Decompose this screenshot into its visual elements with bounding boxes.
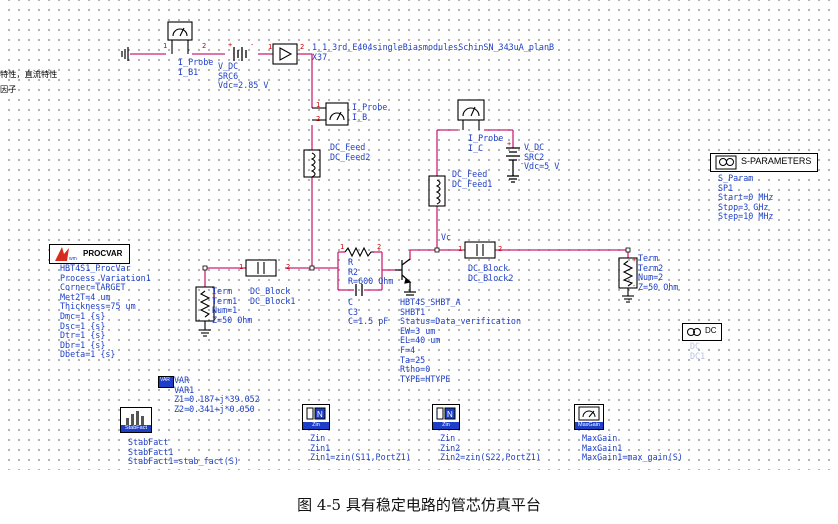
maxgain-icon-label: MaxGain [577,422,600,428]
pin-mark: - [632,282,637,290]
s-parameters-title: S-PARAMETERS [741,156,812,166]
dc-sim-icon [687,328,701,336]
pin-mark: 2 [286,263,291,271]
procvar-logo-icon: wm [55,247,77,262]
pin-mark: 1 [458,245,463,253]
zin2-icon-bar: Zin [433,422,459,429]
procvar-title: PROCVAR [83,249,123,258]
pin-mark: 2 [202,42,207,50]
pin-mark: + [632,256,637,264]
s-parameters-block[interactable]: S-PARAMETERS [710,153,818,172]
svg-text:N: N [447,410,453,419]
dc-sim-icon-label: DC [705,326,717,335]
pin-mark: 1 [340,243,345,251]
zin1-block[interactable]: N Zin [302,404,330,430]
vc-node-label: Vc [441,232,452,242]
pin-mark: 1 [316,101,321,109]
maxgain-meter-icon [578,406,600,421]
svg-text:wm: wm [69,256,77,262]
zin1-icon: N [306,407,326,420]
svg-text:N: N [317,410,323,419]
pin-mark: - [212,314,217,322]
stabfact-block[interactable]: StabFact [120,407,152,433]
maxgain-icon-bar: MaxGain [575,422,603,429]
stabfact-icon-label: StabFact [124,425,147,431]
figure-caption: 图 4-5 具有稳定电路的管芯仿真平台 [297,496,541,514]
s-param-sim-icon [715,155,737,170]
sidebar-fragment: 特性，直流特性 [0,69,58,79]
maxgain-block[interactable]: MaxGain [574,404,604,430]
stabfact-bars-icon [126,411,144,425]
pin-mark: 2 [300,43,305,51]
pin-mark: 2 [498,245,503,253]
pin-mark: + [507,140,512,148]
var-block-icon[interactable]: VAR [158,376,174,388]
zin1-icon-label: Zin [312,422,320,428]
var-icon-tag: VAR [160,377,170,383]
dc-sim-block[interactable]: DC [682,323,722,341]
pin-mark: 2 [316,115,321,123]
schematic-canvas[interactable]: 1 2 + - 1 2 1 2 + - 1 2 1 2 1 2 + - + - … [0,0,838,470]
pin-mark: - [250,41,255,49]
pin-mark: + [212,290,217,298]
pin-mark: 1 [239,263,244,271]
pin-mark: - [520,160,525,168]
subcircuit-x37-label[interactable]: 1_1_3rd_E404singleBiasmodulesSchinSN_343… [312,42,555,62]
zin2-icon: N [436,407,456,420]
zin2-block[interactable]: N Zin [432,404,460,430]
sidebar-fragment: 因子 [0,84,17,94]
zin2-icon-label: Zin [442,422,450,428]
pin-mark: 2 [377,243,382,251]
schematic-wiring [121,21,638,337]
procvar-block[interactable]: wm PROCVAR [49,244,130,264]
zin1-icon-bar: Zin [303,422,329,429]
stabfact-icon-bar: StabFact [121,425,151,432]
pin-mark: 1 [163,42,168,50]
pin-mark: + [228,41,233,49]
pin-mark: 1 [268,43,273,51]
